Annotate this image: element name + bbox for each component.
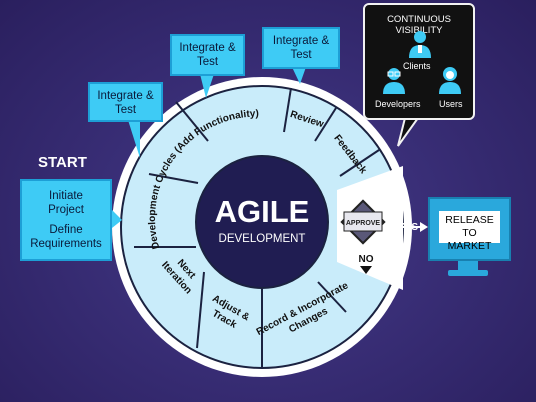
- release-line1: RELEASE: [445, 214, 494, 226]
- init-line1: Initiate: [49, 190, 83, 202]
- developer-icon: [383, 68, 405, 94]
- integrate-2-line2: Test: [196, 56, 219, 68]
- release-line2: TO MARKET: [447, 227, 492, 252]
- start-label: START: [38, 154, 87, 171]
- callout-tail-1: [128, 120, 140, 158]
- visibility-title: CONTINUOUS VISIBILITY: [387, 14, 451, 36]
- user-icon: [439, 67, 461, 94]
- integrate-2-line1: Integrate &: [179, 42, 236, 54]
- continuous-visibility-panel: CONTINUOUS VISIBILITY Clients Developers…: [363, 3, 475, 120]
- init-line4: Requirements: [30, 238, 102, 250]
- center-subtitle: DEVELOPMENT: [219, 233, 306, 245]
- callout-tail-init: [112, 210, 122, 228]
- yes-arrow-icon: [420, 222, 428, 232]
- users-label: Users: [439, 99, 463, 109]
- integrate-1-line2: Test: [114, 104, 137, 116]
- client-icon: [409, 31, 431, 58]
- yes-label: YES: [398, 222, 419, 233]
- init-line3: Define: [49, 224, 83, 236]
- integrate-3-line2: Test: [290, 49, 312, 61]
- monitor-stand: [458, 261, 478, 271]
- approve-diamond[interactable]: APPROVE: [340, 199, 386, 245]
- callout-tail-2: [200, 74, 214, 98]
- center-title: AGILE: [215, 194, 310, 229]
- initiate-box[interactable]: Initiate Project Define Requirements: [20, 179, 112, 261]
- release-screen: RELEASE TO MARKET: [439, 211, 500, 252]
- integrate-1-line1: Integrate &: [97, 90, 154, 102]
- integrate-3-line1: Integrate &: [272, 35, 330, 47]
- monitor-foot: [448, 270, 488, 276]
- callout-tail-visibility: [397, 117, 420, 147]
- segment-dividers: [134, 87, 380, 368]
- integrate-test-box-3[interactable]: Integrate & Test: [262, 27, 340, 69]
- integrate-test-box-1[interactable]: Integrate & Test: [88, 82, 163, 122]
- approve-label: APPROVE: [346, 220, 381, 227]
- developers-label: Developers: [375, 99, 421, 109]
- release-monitor[interactable]: RELEASE TO MARKET: [428, 197, 511, 261]
- no-label: NO: [359, 254, 374, 265]
- callout-tail-3: [292, 67, 306, 84]
- integrate-test-box-2[interactable]: Integrate & Test: [170, 34, 245, 76]
- no-arrow-icon: [360, 266, 372, 274]
- clients-label: Clients: [403, 61, 431, 71]
- init-line2: Project: [48, 204, 84, 216]
- center-circle: [195, 155, 329, 289]
